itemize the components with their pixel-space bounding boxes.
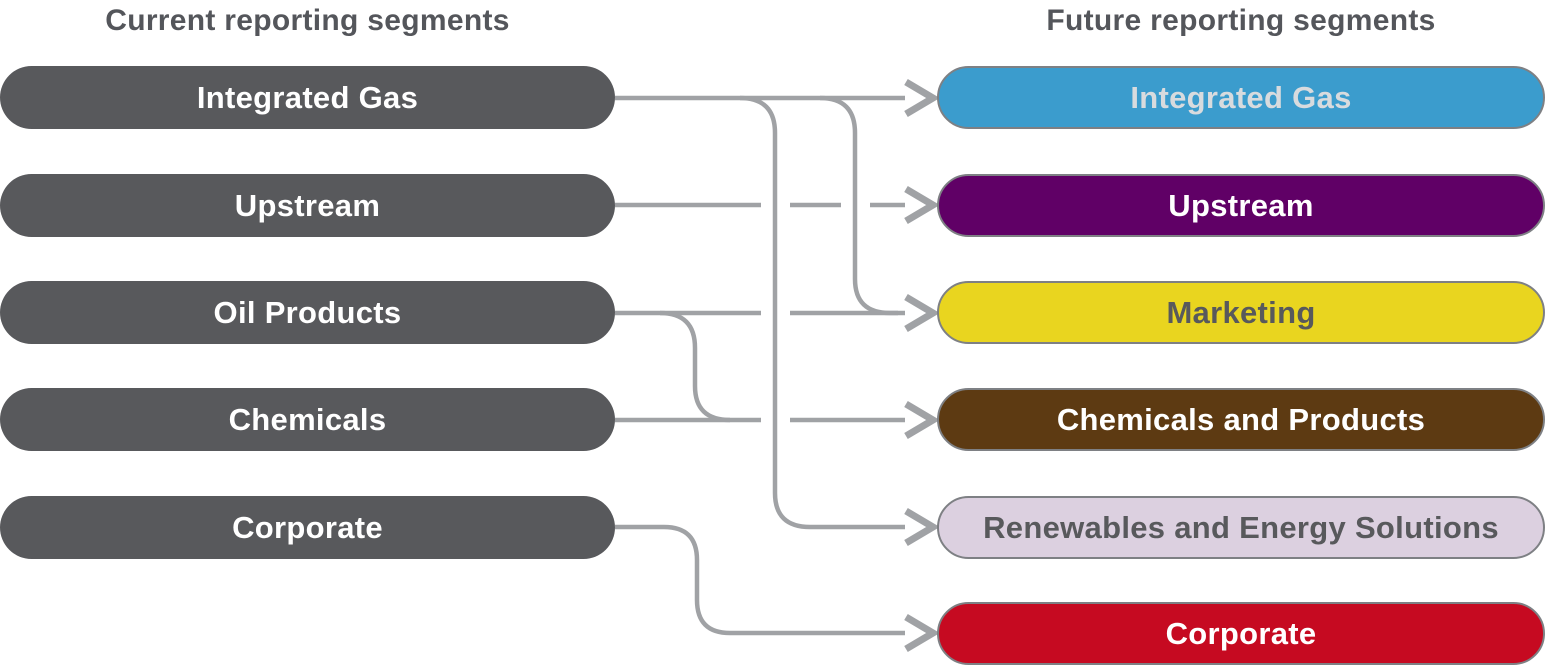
arrowhead-icon-renewables <box>904 507 940 547</box>
connector-oil-products-to-chemicals-and-products <box>659 310 731 423</box>
future-segment-pill-corporate: Corporate <box>937 602 1545 665</box>
current-segment-pill-upstream: Upstream <box>0 174 615 237</box>
future-segment-pill-integrated-gas: Integrated Gas <box>937 66 1545 129</box>
current-segment-pill-integrated-gas: Integrated Gas <box>0 66 615 129</box>
arrowhead-icon-chemicals-and-products <box>904 400 940 440</box>
arrowhead-icon-upstream <box>904 185 940 225</box>
current-segment-pill-chemicals: Chemicals <box>0 388 615 451</box>
future-segment-pill-chemicals-and-products: Chemicals and Products <box>937 388 1545 451</box>
future-segment-pill-marketing: Marketing <box>937 281 1545 344</box>
arrowhead-icon-corporate <box>904 613 940 653</box>
arrowhead-icon-integrated-gas <box>904 78 940 118</box>
current-segments-header: Current reporting segments <box>105 4 510 37</box>
connector-integrated-gas-to-renewables <box>739 95 905 530</box>
future-segment-pill-upstream: Upstream <box>937 174 1545 237</box>
future-segment-pill-renewables: Renewables and Energy Solutions <box>937 496 1545 559</box>
arrowhead-icon-marketing <box>904 293 940 333</box>
current-segment-pill-oil-products: Oil Products <box>0 281 615 344</box>
current-segment-pill-corporate: Corporate <box>0 496 615 559</box>
connector-corporate-to-corporate <box>615 524 905 636</box>
future-segments-header: Future reporting segments <box>1046 4 1436 37</box>
